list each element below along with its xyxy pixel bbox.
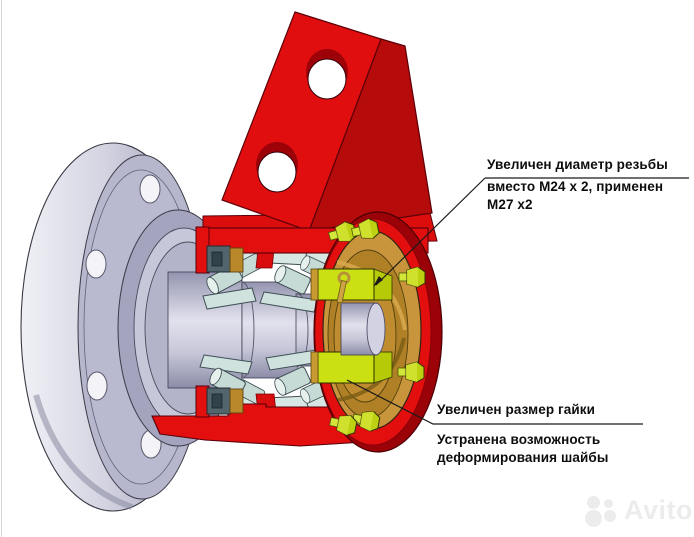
annotation-washer-line1: Устранена возможность	[437, 432, 601, 447]
annotation-washer-line2: деформирования шайбы	[437, 450, 609, 465]
grease-seal-top	[206, 245, 244, 273]
hub-nut-section-lower	[310, 351, 393, 384]
axle-shaft-end	[340, 302, 386, 356]
bracket-hole-upper	[306, 49, 348, 100]
mounting-bracket	[221, 11, 433, 232]
annotation-nut-line1: Увеличен размер гайки	[437, 402, 596, 417]
annotation-thread-line1: Увеличен диаметр резьбы	[487, 157, 668, 172]
annotation-nut-size: Увеличен размер гайки	[437, 401, 595, 419]
avito-logo-icon	[585, 493, 620, 527]
grease-seal-bottom	[206, 387, 244, 415]
annotation-thread-line3: М27 х2	[487, 197, 533, 212]
annotation-washer: Устранена возможность деформирования шай…	[437, 431, 608, 467]
watermark-text: Avito	[624, 494, 693, 525]
watermark: Avito	[585, 491, 693, 529]
annotation-thread-line2: вместо М24 х 2, применен	[487, 179, 664, 194]
page-left-border	[1, 0, 2, 537]
annotation-thread-diameter: Увеличен диаметр резьбы вместо М24 х 2, …	[487, 156, 668, 214]
cotter-pin	[336, 271, 351, 304]
leader-lines	[346, 177, 689, 425]
bracket-hole-lower	[256, 142, 298, 193]
hub-nut-section-upper	[310, 268, 393, 301]
